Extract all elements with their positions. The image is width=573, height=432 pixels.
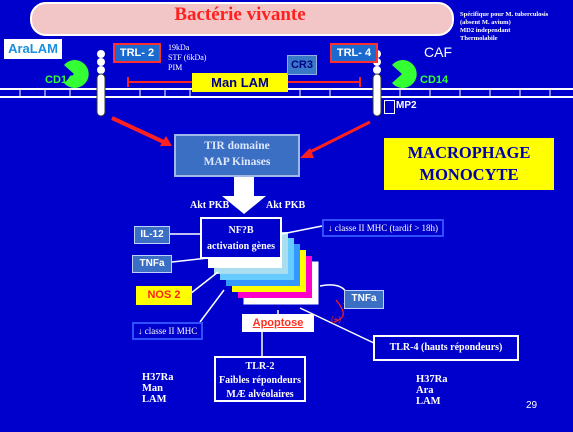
macrophage-line2: MONOCYTE bbox=[419, 165, 519, 184]
macrophage-box: MACROPHAGE MONOCYTE bbox=[384, 138, 554, 190]
nfkb-line1: NF?B bbox=[228, 225, 254, 236]
il12-box: IL-12 bbox=[134, 226, 170, 244]
trl4-notes: Spécifique pour M. tuberculosis (absent … bbox=[460, 11, 548, 43]
membrane-ticks bbox=[19, 89, 551, 97]
trl4-note: (absent M. avium) bbox=[460, 19, 511, 26]
lipo-item: 19kDa bbox=[168, 43, 190, 52]
bacteria-title: Bactérie vivante bbox=[174, 4, 306, 25]
cd14-right-label: CD14 bbox=[420, 74, 449, 86]
nfkb-box: NF?B activation gènes bbox=[200, 217, 282, 259]
arrow-trl4-tir bbox=[305, 120, 371, 156]
cd14-left-label: CD14 bbox=[45, 74, 74, 86]
trl4-label: TRL- 4 bbox=[330, 43, 378, 63]
trl4-note: MD2 independant bbox=[460, 27, 511, 34]
footer-left: H37Ra Man LAM bbox=[142, 372, 174, 405]
tnfa-left-box: TNFa bbox=[132, 255, 172, 273]
arrow-tir-nfkb bbox=[222, 174, 266, 214]
tlr2-line1: TLR-2 bbox=[245, 361, 275, 372]
akt-left-label: Akt PKB bbox=[190, 200, 230, 211]
lipo-item: PIM bbox=[168, 63, 183, 72]
arrow-down-icon: ↓ bbox=[138, 326, 143, 336]
footer-left-line: H37Ra bbox=[142, 372, 174, 383]
aralam-label: AraLAM bbox=[4, 39, 62, 59]
tnfa-apoptose-arc-label: (+) bbox=[331, 315, 341, 324]
apoptose-box: Apoptose bbox=[242, 314, 314, 332]
mhc-label: classe II MHC bbox=[144, 326, 198, 336]
macrophage-line1: MACROPHAGE bbox=[407, 143, 531, 162]
nfkb-line2: activation gènes bbox=[206, 241, 276, 252]
trl2-label: TRL- 2 bbox=[113, 43, 161, 63]
caf-label: CAF bbox=[424, 44, 452, 60]
tir-line1: TIR domaine bbox=[204, 140, 270, 152]
tlr2-faibles-box: TLR-2 Faibles répondeurs MÆ alvéolaires bbox=[214, 356, 306, 402]
manlam-label: Man LAM bbox=[192, 73, 288, 92]
cd14-right-shape bbox=[392, 59, 417, 88]
tlr2-line3: MÆ alvéolaires bbox=[226, 389, 294, 400]
trl2-receptor bbox=[96, 50, 106, 117]
akt-right-label: Akt PKB bbox=[266, 200, 306, 211]
footer-left-line: LAM bbox=[142, 394, 167, 405]
tir-line2: MAP Kinases bbox=[203, 156, 271, 168]
footer-right-line: H37Ra bbox=[416, 374, 448, 385]
mp2-label: MP2 bbox=[396, 100, 417, 111]
trl4-note: Thermolabile bbox=[460, 35, 498, 42]
tlr2-line2: Faibles répondeurs bbox=[219, 375, 301, 386]
footer-right-line: LAM bbox=[416, 396, 441, 407]
page-number: 29 bbox=[526, 400, 538, 411]
tlr4-hauts-box: TLR-4 (hauts répondeurs) bbox=[373, 335, 519, 361]
lipo-item: STF (6kDa) bbox=[168, 53, 207, 62]
trl4-note: Spécifique pour M. tuberculosis bbox=[460, 11, 549, 18]
tir-box: TIR domaine MAP Kinases bbox=[174, 134, 300, 177]
tnfa-apoptose-arc bbox=[333, 299, 344, 323]
cr3-label: CR3 bbox=[287, 55, 317, 75]
mhc-late-label: classe II MHC (tardif > 18h) bbox=[334, 223, 439, 233]
tnfa-right-box: TNFa bbox=[344, 290, 384, 309]
nos2-box: NOS 2 bbox=[136, 286, 192, 305]
arrow-trl2-tir bbox=[111, 116, 169, 146]
lipo-list: 19kDa STF (6kDa) PIM bbox=[168, 43, 206, 73]
footer-left-line: Man bbox=[142, 383, 163, 394]
mhc-late-box: ↓ classe II MHC (tardif > 18h) bbox=[322, 219, 445, 237]
arrow-down-icon: ↓ bbox=[328, 223, 333, 233]
mp2-box bbox=[384, 100, 395, 114]
mhc-box: ↓ classe II MHC bbox=[132, 322, 204, 340]
footer-right-line: Ara bbox=[416, 385, 434, 396]
cd14-left-shape bbox=[64, 60, 89, 88]
bacteria-capsule bbox=[30, 2, 454, 36]
footer-right: H37Ra Ara LAM bbox=[416, 374, 448, 407]
